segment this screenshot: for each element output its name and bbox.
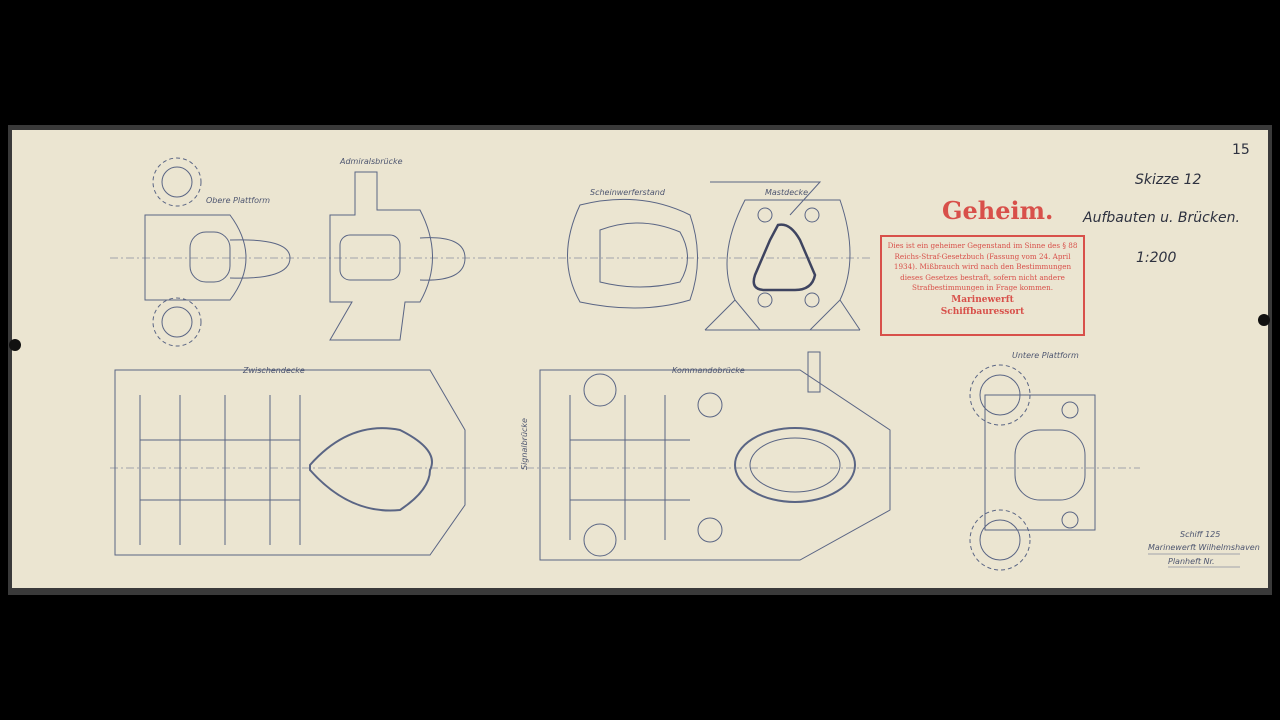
mastdecke-plan bbox=[704, 181, 861, 331]
page-number: 15 bbox=[1232, 142, 1250, 158]
zwischendecke-plan bbox=[114, 369, 466, 556]
admiralsbruecke-plan bbox=[329, 171, 466, 341]
label-kommandobruecke: Kommandobrücke bbox=[672, 366, 745, 375]
label-signalbruecke: Signalbrücke bbox=[520, 418, 529, 470]
untere-plattform-plan bbox=[969, 364, 1096, 571]
stamp-text: Dies ist ein geheimer Gegenstand im Sinn… bbox=[887, 241, 1078, 292]
label-admiralsbruecke: Admiralsbrücke bbox=[340, 157, 403, 166]
kommandobruecke-plan bbox=[539, 351, 891, 561]
binder-hole-left bbox=[9, 339, 21, 351]
stamp-org-line1: Marinewerft bbox=[951, 294, 1014, 305]
label-mastdecke: Mastdecke bbox=[765, 188, 809, 197]
obere-plattform-plan bbox=[144, 157, 291, 347]
blueprint-paper bbox=[12, 130, 1268, 588]
stamp-heading: Geheim. bbox=[942, 196, 1054, 225]
sheet-title: Aufbauten u. Brücken. bbox=[1083, 210, 1240, 226]
scheinwerferstand-plan bbox=[567, 198, 698, 309]
title-block-yard: Marinewerft Wilhelmshaven bbox=[1148, 543, 1260, 552]
label-obere-plattform: Obere Plattform bbox=[206, 196, 271, 205]
secrecy-stamp: Dies ist ein geheimer Gegenstand im Sinn… bbox=[880, 235, 1085, 336]
label-untere-plattform: Untere Plattform bbox=[1012, 351, 1079, 360]
scale-label: 1:200 bbox=[1136, 250, 1177, 266]
sketch-label: Skizze 12 bbox=[1135, 172, 1202, 188]
binder-hole-right bbox=[1258, 314, 1270, 326]
label-scheinwerferstand: Scheinwerferstand bbox=[590, 188, 665, 197]
stamp-org-line2: Schiffbauressort bbox=[940, 306, 1025, 317]
label-zwischendecke: Zwischendecke bbox=[243, 366, 305, 375]
title-block-ship: Schiff 125 bbox=[1180, 530, 1221, 539]
title-block-plan: Planheft Nr. bbox=[1168, 557, 1215, 566]
